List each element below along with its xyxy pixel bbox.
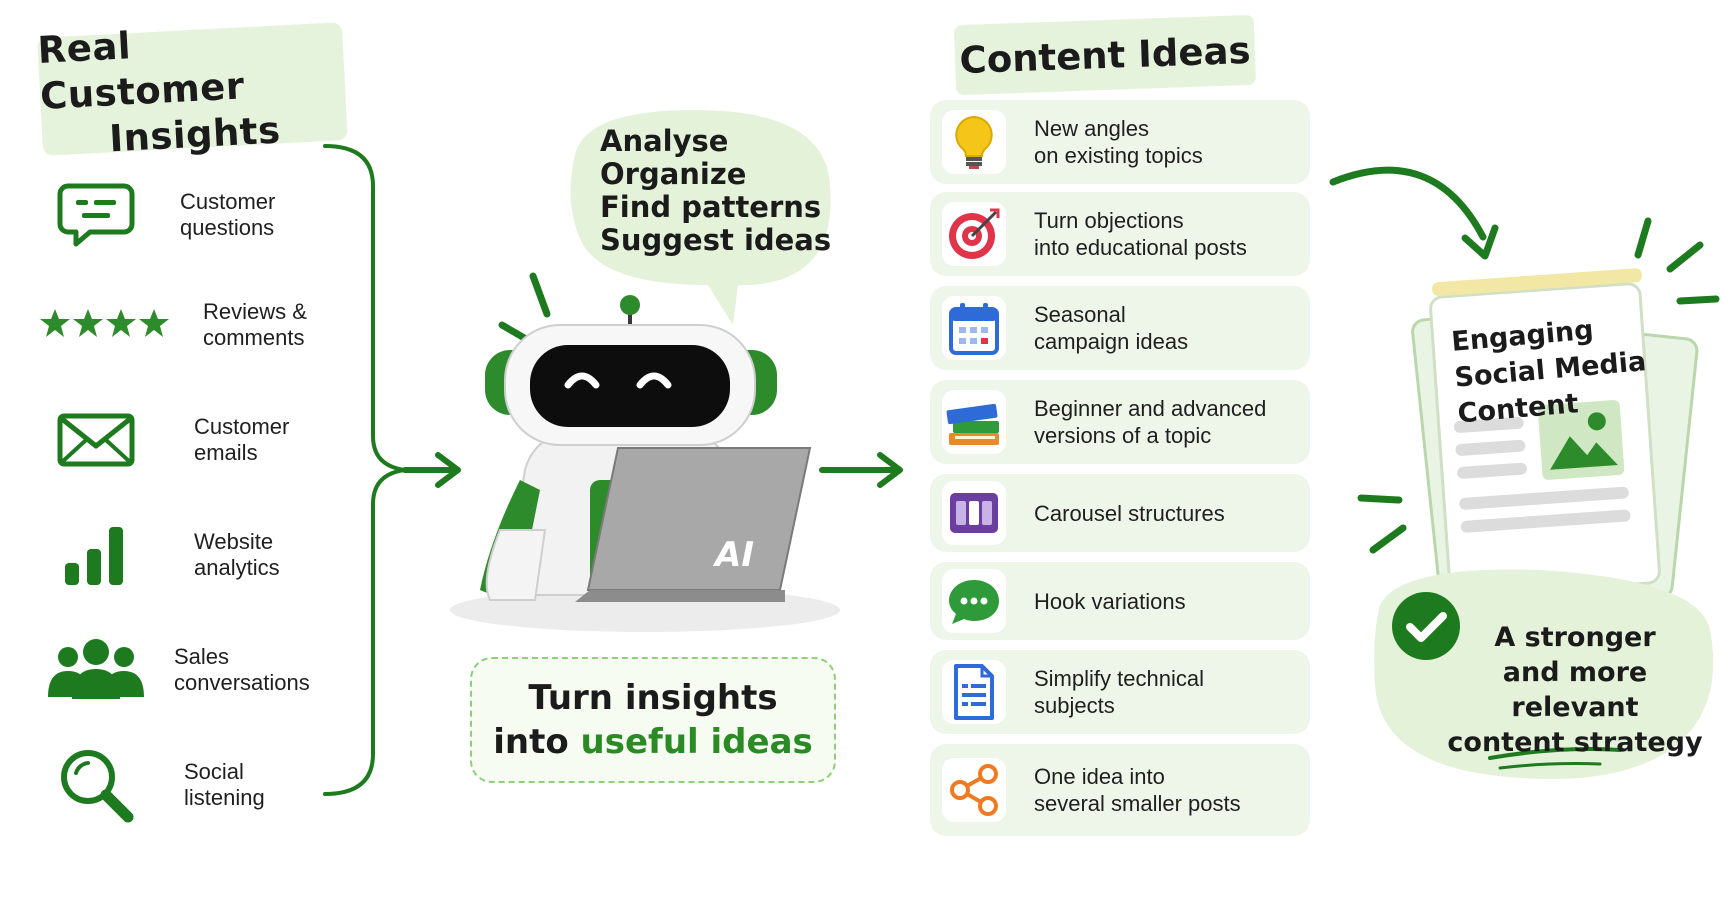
idea-card-versions: Beginner and advanced versions of a topi… — [930, 380, 1310, 464]
carousel-icon — [942, 481, 1006, 545]
speech-bubble-icon — [942, 569, 1006, 633]
idea-card-hooks: Hook variations — [930, 562, 1310, 640]
idea-card-new-angles: New angles on existing topics — [930, 100, 1310, 184]
turn-insights-box: Turn insights into useful ideas — [470, 657, 836, 783]
idea-label-line2: campaign ideas — [1034, 329, 1189, 354]
insight-label-line2: analytics — [194, 555, 280, 580]
insight-label-line1: Sales — [174, 644, 230, 669]
result-line1: A stronger — [1494, 622, 1656, 653]
idea-label-line1: Carousel structures — [1034, 500, 1225, 526]
insight-label-line1: Website — [194, 529, 274, 554]
check-circle-icon — [1392, 592, 1460, 660]
idea-label-line2: several smaller posts — [1034, 791, 1241, 816]
bubble-line-organize: Organize — [600, 157, 747, 191]
insight-label-line2: emails — [194, 440, 258, 465]
share-icon — [942, 758, 1006, 822]
bubble-line-suggest: Suggest ideas — [600, 223, 832, 257]
insight-label-line1: Social — [184, 759, 244, 784]
result-line3: content strategy — [1447, 727, 1703, 758]
curved-arrow — [1329, 166, 1499, 260]
insight-item-reviews: Reviews & comments — [40, 285, 307, 365]
idea-label-line1: Seasonal — [1034, 302, 1126, 327]
insight-item-social-listening: Social listening — [40, 745, 265, 825]
idea-label-line2: versions of a topic — [1034, 423, 1212, 448]
turn-box-highlight: useful ideas — [580, 722, 813, 762]
magnifier-icon — [40, 745, 152, 825]
chat-bubble-icon — [40, 175, 152, 255]
idea-label-line2: into educational posts — [1034, 235, 1247, 260]
sparkle-marks — [1634, 217, 1720, 305]
calendar-icon — [942, 296, 1006, 360]
envelope-icon — [40, 400, 152, 480]
paper-stack — [1411, 268, 1699, 600]
idea-label-line1: Simplify technical — [1034, 666, 1204, 691]
insight-label-line1: Customer — [180, 189, 276, 214]
paper-title: Engaging Social Media Content — [1450, 308, 1651, 432]
lightbulb-icon — [942, 110, 1006, 174]
idea-label-line1: Turn objections — [1034, 208, 1184, 233]
insights-title: Real Customer Insights — [37, 22, 348, 160]
idea-card-split: One idea into several smaller posts — [930, 744, 1310, 836]
insight-label-line2: comments — [203, 325, 305, 350]
target-icon — [942, 202, 1006, 266]
sparkle-marks-left — [1357, 494, 1407, 554]
people-icon — [40, 630, 152, 710]
insight-item-analytics: Website analytics — [40, 515, 280, 595]
insight-label-line2: questions — [180, 215, 275, 240]
turn-box-line2: into useful ideas — [493, 720, 813, 764]
laptop-ai-label: AI — [715, 535, 754, 575]
result-text: A stronger and more relevant content str… — [1440, 620, 1710, 760]
idea-label-line1: New angles — [1034, 116, 1149, 141]
idea-card-carousel: Carousel structures — [930, 474, 1310, 552]
bubble-line-patterns: Find patterns — [600, 190, 822, 224]
insight-item-sales: Sales conversations — [40, 630, 310, 710]
content-ideas-title: Content Ideas — [953, 14, 1257, 96]
insight-label-line1: Customer — [194, 414, 290, 439]
bubble-line-analyse: Analyse — [600, 124, 729, 158]
insights-title-line2: Insights — [108, 108, 282, 161]
insight-item-customer-questions: Customer questions — [40, 175, 275, 255]
idea-label-line2: subjects — [1034, 693, 1115, 718]
idea-card-objections: Turn objections into educational posts — [930, 192, 1310, 276]
turn-box-line1: Turn insights — [528, 678, 778, 718]
insight-label-line2: listening — [184, 785, 265, 810]
document-icon — [942, 660, 1006, 724]
turn-box-prefix: into — [493, 722, 581, 762]
insights-title-line1: Real Customer — [36, 24, 246, 118]
idea-label-line2: on existing topics — [1034, 143, 1203, 168]
books-icon — [942, 390, 1006, 454]
idea-label-line1: Hook variations — [1034, 588, 1186, 614]
insight-label-line2: conversations — [174, 670, 310, 695]
idea-label-line1: One idea into — [1034, 764, 1165, 789]
bar-chart-icon — [40, 515, 152, 595]
insight-label-line1: Reviews & — [203, 299, 307, 324]
arrow-to-ideas — [819, 452, 903, 488]
idea-card-simplify: Simplify technical subjects — [930, 650, 1310, 734]
thought-bubble — [570, 110, 831, 325]
result-line2: and more relevant — [1502, 657, 1648, 723]
robot-illustration — [450, 272, 840, 632]
idea-card-seasonal: Seasonal campaign ideas — [930, 286, 1310, 370]
bubble-text: Analyse Organize Find patterns Suggest i… — [600, 125, 831, 257]
stars-icon — [40, 285, 175, 365]
idea-label-line1: Beginner and advanced — [1034, 396, 1267, 421]
insight-item-emails: Customer emails — [40, 400, 289, 480]
